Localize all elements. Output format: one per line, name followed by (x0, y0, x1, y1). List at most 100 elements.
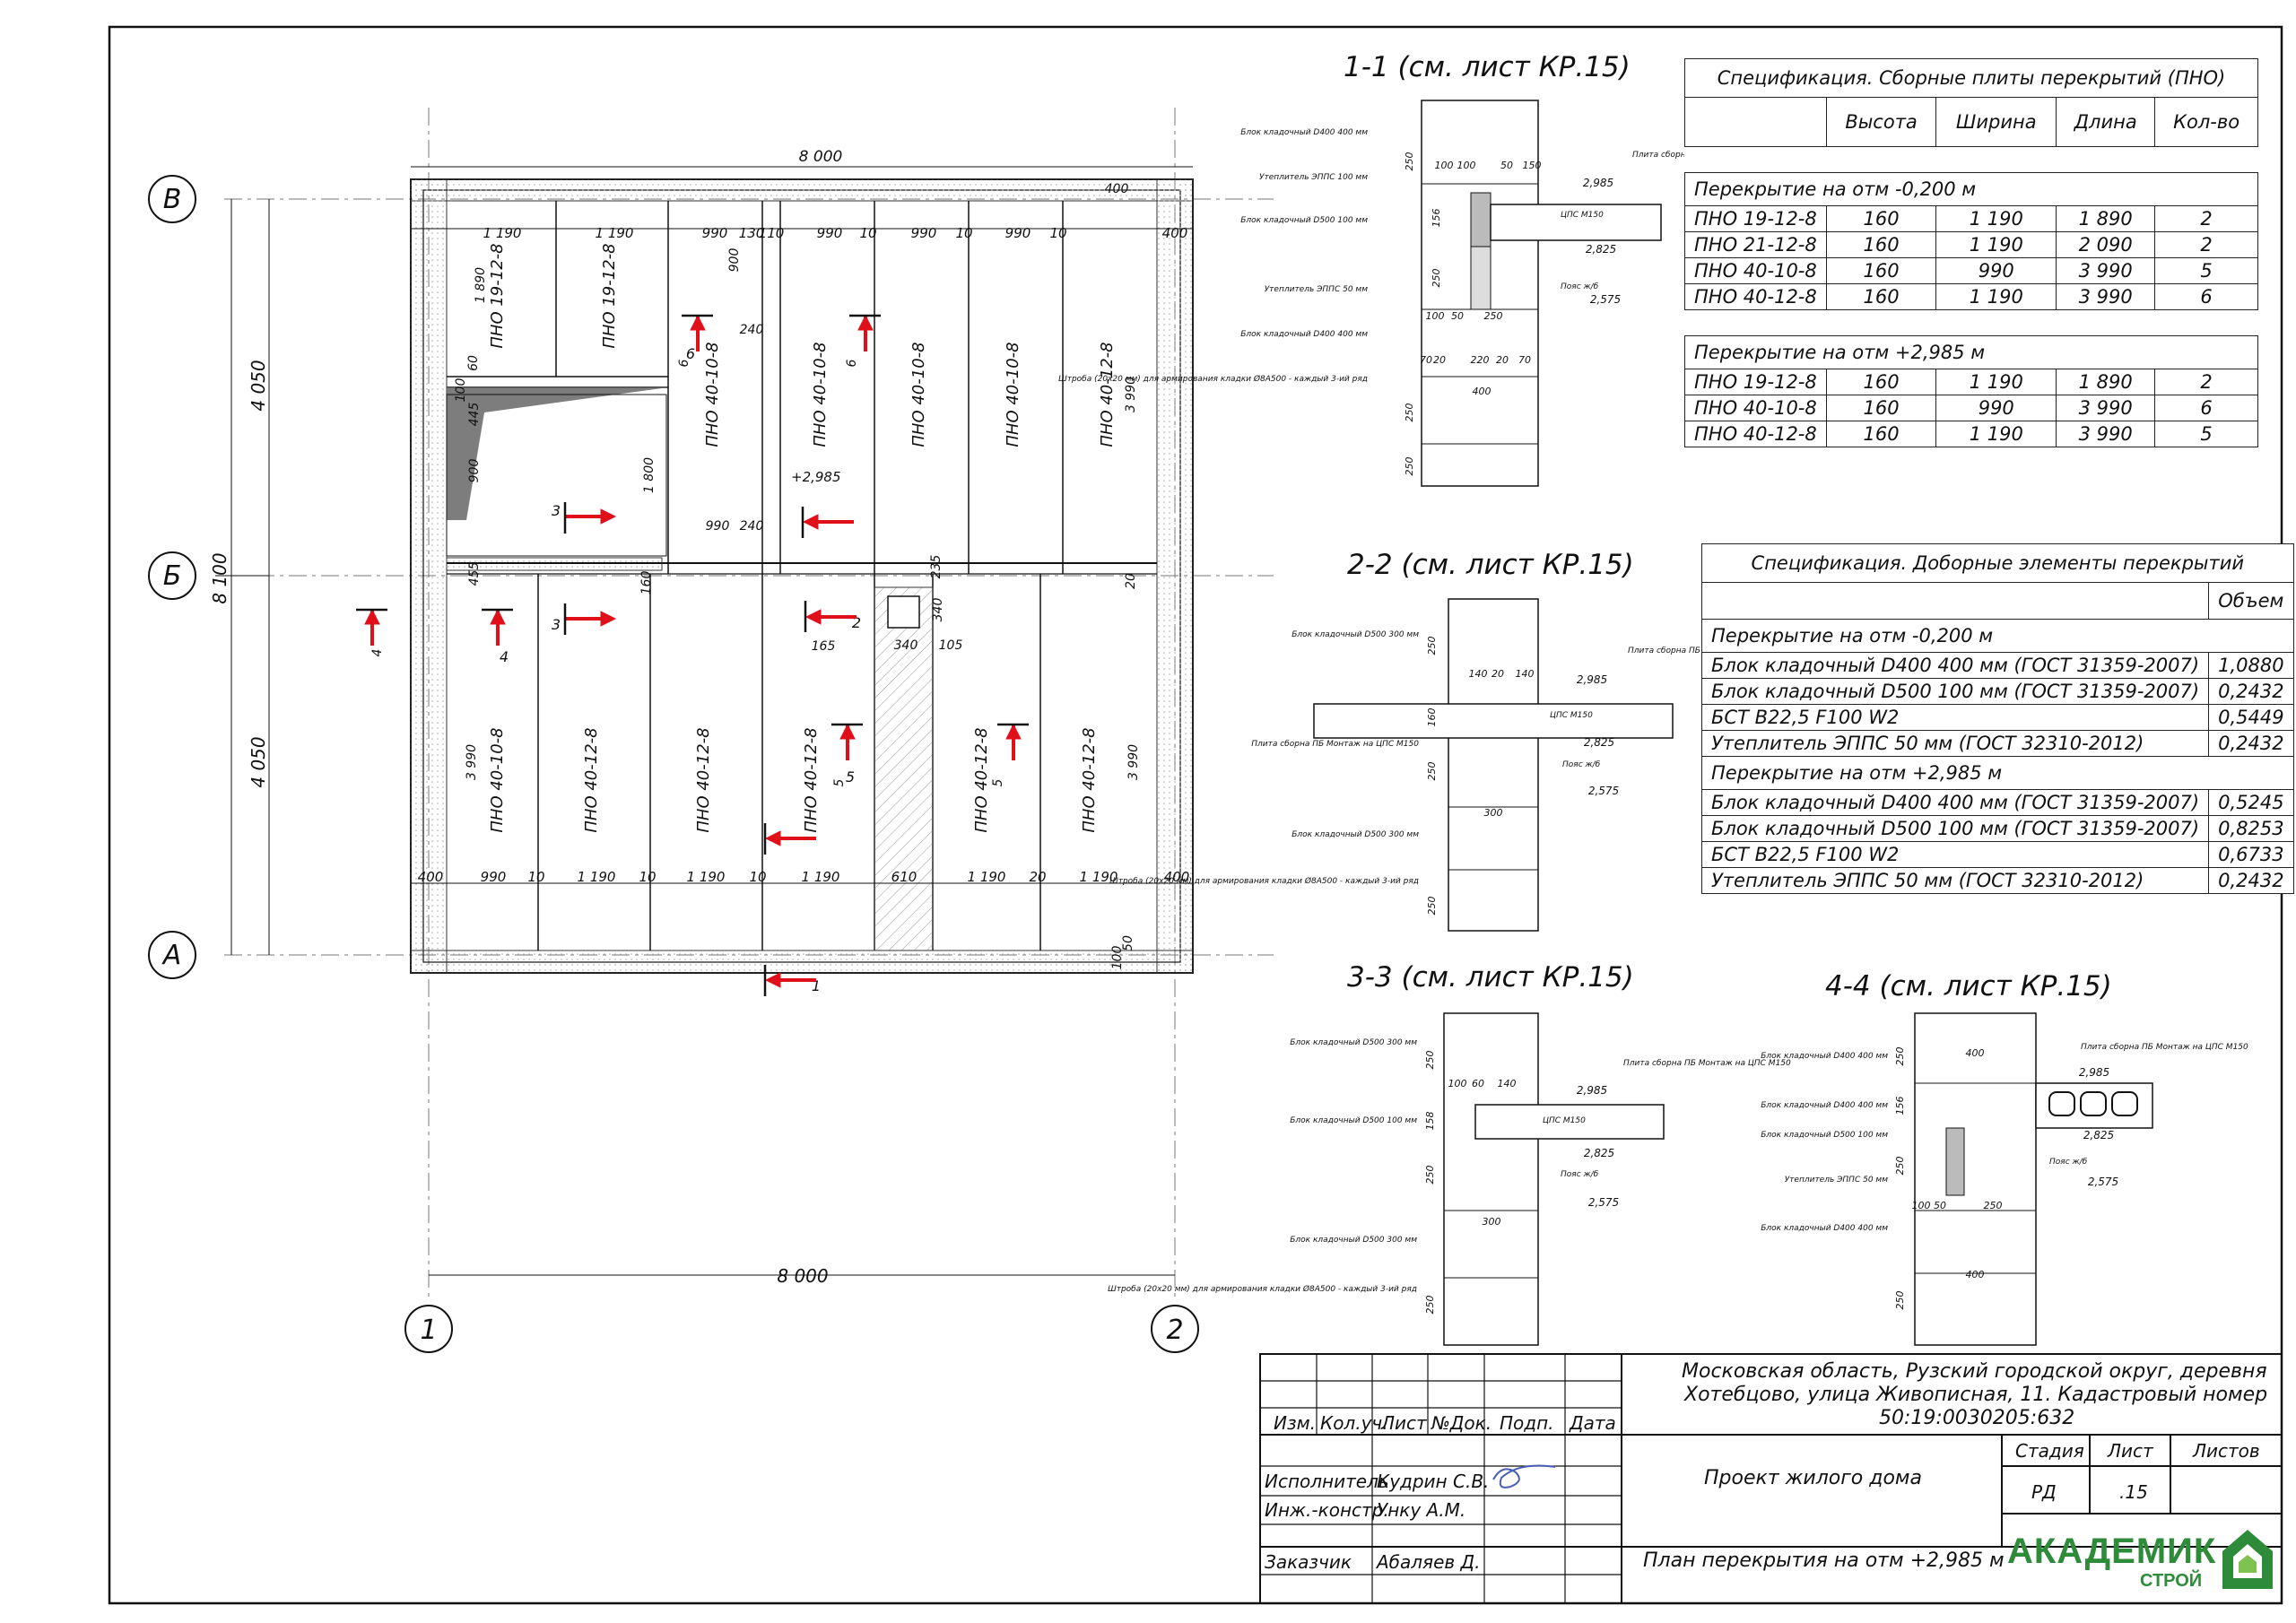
s33-mark: 2,985 (1577, 1084, 1607, 1097)
top-row-dim: 990 (702, 225, 728, 241)
s11-label: Пояс ж/б (1561, 282, 1599, 291)
axis-label-b: Б (163, 560, 182, 592)
s11-dim: 250 (1484, 310, 1503, 322)
s22-mark: 2,575 (1588, 785, 1619, 797)
s44-dim: 50 (1934, 1200, 1946, 1211)
bottom-row-dim: 990 (481, 869, 507, 885)
spec-slabs-cell: ПНО 40-10-8 (1684, 395, 1827, 421)
bottom-slab-label: ПНО 40-12-8 (972, 727, 991, 832)
stamp-client: Абаляев Д. (1377, 1551, 1481, 1573)
stamp-h-doc: №Док. (1431, 1412, 1492, 1434)
s33-mark: 2,825 (1584, 1147, 1614, 1159)
s22-label: ЦПС М150 (1550, 711, 1593, 720)
plan-misc-dim: 235 (929, 555, 944, 579)
spec-slabs-cell: 160 (1825, 421, 1937, 447)
plan-misc-dim: 4 (370, 649, 385, 657)
stamp-executor-label: Исполнитель (1265, 1471, 1389, 1492)
spec-extras-cell: Блок кладочный D500 100 мм (ГОСТ 31359-2… (1700, 815, 2210, 842)
spec-slabs-cell: 5 (2154, 421, 2258, 447)
cut-mark-number: 6 (686, 345, 695, 362)
plan-misc-dim: 3 990 (1124, 377, 1138, 412)
stamp-engineer: Унку А.М. (1377, 1499, 1466, 1521)
house-icon (2222, 1530, 2273, 1589)
spec-slabs-cell: 3 990 (2056, 395, 2156, 421)
spec-slabs-h3: Длина (2056, 97, 2156, 147)
s33-label: Блок кладочный D500 300 мм (1290, 1038, 1417, 1047)
s44-dim: 250 (1894, 1291, 1906, 1310)
spec-slabs-cell: 160 (1825, 283, 1937, 310)
stamp-engineer-label: Инж.-констр. (1265, 1499, 1389, 1521)
spec-slabs-cell: 1 190 (1935, 421, 2057, 447)
spec-extras-cell: 0,5245 (2208, 789, 2294, 816)
spec-extras-header: Объем (2208, 582, 2294, 620)
cut-arrow-1a (764, 830, 816, 846)
s11-dim: 250 (1404, 152, 1415, 171)
stamp-stage-label: Стадия (2015, 1440, 2084, 1462)
cut-mark-number: 3 (552, 616, 561, 633)
spec-slabs-cell: 160 (1825, 369, 1937, 395)
s44-dim: 250 (1984, 1200, 2003, 1211)
spec-extras-cell: 0,2432 (2208, 730, 2294, 757)
s33-label: ЦПС М150 (1543, 1116, 1586, 1125)
left-dim-bottom: 4 050 (248, 736, 269, 787)
axis-markers: В Б А 1 2 (148, 175, 1199, 1353)
bottom-row-dim: 610 (891, 869, 918, 885)
plan-misc-dim: 5 (991, 778, 1005, 786)
s33-mark: 2,575 (1588, 1196, 1619, 1209)
section-1-1-title: 1-1 (см. лист КР.15) (1344, 51, 1631, 83)
cut-arrow-5a (839, 723, 856, 760)
top-slab-label: ПНО 19-12-8 (600, 243, 619, 348)
bottom-row-dim: 1 190 (1080, 869, 1118, 885)
spec-slabs-cell: 160 (1825, 231, 1937, 258)
cut-arrow-2b (804, 609, 857, 625)
bottom-row-dim: 10 (639, 869, 656, 885)
bottom-slab-label: ПНО 40-12-8 (582, 727, 601, 832)
top-row-dim: 1 190 (596, 225, 634, 241)
s33-dim: 300 (1483, 1216, 1501, 1228)
spec-extras-row: Блок кладочный D500 100 мм (ГОСТ 31359-2… (1700, 815, 2294, 842)
spec-extras-cell: 0,2432 (2208, 678, 2294, 705)
plan-misc-dim: 165 (812, 639, 836, 654)
plan-misc-dim: 900 (727, 248, 742, 273)
spec-slabs-cell: ПНО 40-10-8 (1684, 257, 1827, 284)
top-slab-label: ПНО 19-12-8 (488, 243, 507, 348)
s22-dim: 250 (1426, 897, 1438, 916)
plan-misc-dim: 455 (467, 562, 482, 586)
spec-slabs-cell: 990 (1935, 257, 2057, 284)
s44-mark: 2,985 (2079, 1066, 2109, 1079)
spec-extras-cell: Утеплитель ЭППС 50 мм (ГОСТ 32310-2012) (1700, 867, 2210, 894)
s11-dim: 250 (1431, 269, 1442, 288)
cut-mark-number: 1 (812, 977, 821, 994)
s44-dim: 100 (1912, 1200, 1931, 1211)
section-2-2 (1313, 598, 1674, 932)
section-4-4-title: 4-4 (см. лист КР.15) (1825, 970, 2112, 1002)
plan-misc-dim: 60 (466, 355, 481, 371)
spec-slabs-cell: 2 (2154, 369, 2258, 395)
stamp-sheet-label: Лист (2108, 1440, 2153, 1462)
s22-dim: 250 (1426, 637, 1438, 655)
cut-arrow-4b (490, 608, 506, 646)
left-dim-total: 8 100 (209, 552, 230, 603)
plan-misc-dim: 1 800 (642, 457, 657, 493)
spec-slabs-cell: 160 (1825, 205, 1937, 232)
stamp-h-koluch: Кол.уч. (1320, 1412, 1388, 1434)
spec-extras-row: Утеплитель ЭППС 50 мм (ГОСТ 32310-2012)0… (1700, 730, 2294, 757)
stamp-stage: РД (2031, 1481, 2057, 1503)
spec-slabs-cell: 1 190 (1935, 205, 2057, 232)
cut-arrow-6a (690, 314, 706, 352)
top-row-dim: 990 (1005, 225, 1031, 241)
s22-dim: 20 (1492, 668, 1504, 680)
top-row-dim: 10 (955, 225, 972, 241)
s44-dim: 400 (1966, 1269, 1985, 1280)
plan-misc-dim: 400 (1105, 182, 1129, 196)
stamp-address-2: Хотебцово, улица Живописная, 11. Кадастр… (1684, 1384, 2268, 1406)
spec-extras-cell: 0,2432 (2208, 867, 2294, 894)
section-4-4 (1914, 1012, 2153, 1346)
